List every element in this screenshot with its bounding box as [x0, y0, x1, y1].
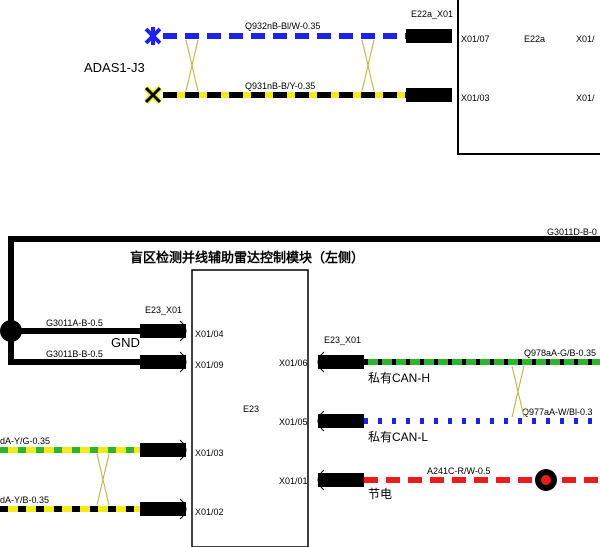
wire-yg: dA-Y/G-0.35: [0, 436, 140, 453]
e23-left-connector-label: E23_X01: [145, 305, 182, 315]
wire-power: A241C-R/W-0.5 节电: [364, 466, 600, 501]
e22a-right-pin-03: X01/: [576, 93, 595, 103]
wire-yb-label: dA-Y/B-0.35: [0, 495, 49, 505]
gnd-label: GND: [111, 335, 140, 350]
wire-can-l: Q977aA-W/Bl-0.3 私有CAN-L: [364, 407, 600, 444]
gnd-wire-a-label: G3011A-B-0.5: [46, 318, 103, 328]
wire-q931nb: Q931nB-B/Y-0.35: [163, 81, 406, 98]
e23-left-pin-block-04: [140, 324, 186, 338]
e22a-pin-block-03: [406, 88, 452, 102]
can-l-label: 私有CAN-L: [368, 430, 428, 444]
wire-power-label: A241C-R/W-0.5: [427, 466, 490, 476]
right-pin-brackets: [317, 351, 325, 491]
e23-left-pin-block-03: [140, 443, 186, 457]
wire-can-l-label: Q977aA-W/Bl-0.3: [522, 407, 593, 417]
e23-right-pin-block-05: [318, 414, 364, 428]
wire-yb: dA-Y/B-0.35: [0, 495, 140, 512]
e22a-pin-07: X01/07: [461, 34, 490, 44]
e23-left-pin-block-09: [140, 355, 186, 369]
wire-can-h-label: Q978aA-G/B-0.35: [524, 348, 596, 358]
e23-right-connector-label: E23_X01: [324, 335, 361, 345]
twisted-pair-marker-right: [511, 365, 525, 418]
e23-pin-02: X01/02: [195, 507, 224, 517]
e23-right-pin-block-06: [318, 355, 364, 369]
e23-left-pin-block-02: [140, 502, 186, 516]
wire-yg-label: dA-Y/G-0.35: [0, 436, 50, 446]
ground-splice-icon: [0, 320, 22, 342]
ground-bus: G3011D-B-0 G3011A-B-0.5 G3011B-B-0.5 GND: [0, 227, 600, 365]
wire-q931nb-label: Q931nB-B/Y-0.35: [245, 81, 315, 91]
left-pin-brackets: [179, 320, 187, 520]
e22a-component-name: E22a: [524, 34, 545, 44]
wire-q932nb: Q932nB-Bl/W-0.35: [163, 21, 406, 39]
e23-module-name: E23: [243, 404, 259, 414]
ground-wire-top-label: G3011D-B-0: [547, 227, 597, 237]
open-end-icon-yellow: [143, 85, 163, 105]
e22a-pin-03: X01/03: [461, 93, 490, 103]
e23-pin-01: X01/01: [279, 476, 308, 486]
gnd-wire-b-label: G3011B-B-0.5: [46, 349, 103, 359]
e23-pin-06: X01/06: [279, 358, 308, 368]
twisted-pair-marker-left: [96, 453, 110, 506]
twisted-pair-marker-top: [185, 39, 375, 92]
e22a-connector-label: E22a_X01: [411, 9, 453, 19]
e23-pin-04: X01/04: [195, 329, 224, 339]
e23-pin-09: X01/09: [195, 360, 224, 370]
e23-right-pin-block-01: [318, 473, 364, 487]
wire-q932nb-label: Q932nB-Bl/W-0.35: [245, 21, 320, 31]
power-label: 节电: [368, 487, 392, 501]
e23-pin-05: X01/05: [279, 417, 308, 427]
e23-module-box: [191, 269, 309, 547]
can-h-label: 私有CAN-H: [368, 371, 430, 385]
e22a-pin-block-07: [406, 29, 452, 43]
wire-can-h: Q978aA-G/B-0.35 私有CAN-H: [364, 348, 600, 385]
e22a-right-pin-07: X01/: [576, 34, 595, 44]
adas-label: ADAS1-J3: [84, 60, 145, 75]
e23-pin-03: X01/03: [195, 448, 224, 458]
e22a-module-box: [457, 0, 600, 155]
module-title: 盲区检测并线辅助雷达控制模块（左侧）: [130, 250, 364, 265]
open-end-icon-blue: [144, 27, 162, 45]
